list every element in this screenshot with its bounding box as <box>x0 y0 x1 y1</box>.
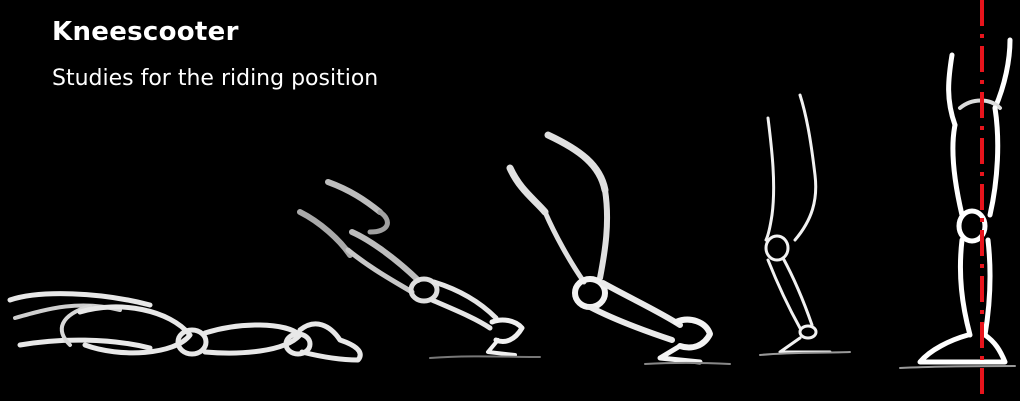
leg-sketch-upright-icon <box>900 40 1015 368</box>
leg-sketch-slight-bend-icon <box>760 95 850 355</box>
leg-sketch-prone-icon <box>10 294 360 360</box>
leg-sketch-kneeling-icon <box>510 135 730 364</box>
